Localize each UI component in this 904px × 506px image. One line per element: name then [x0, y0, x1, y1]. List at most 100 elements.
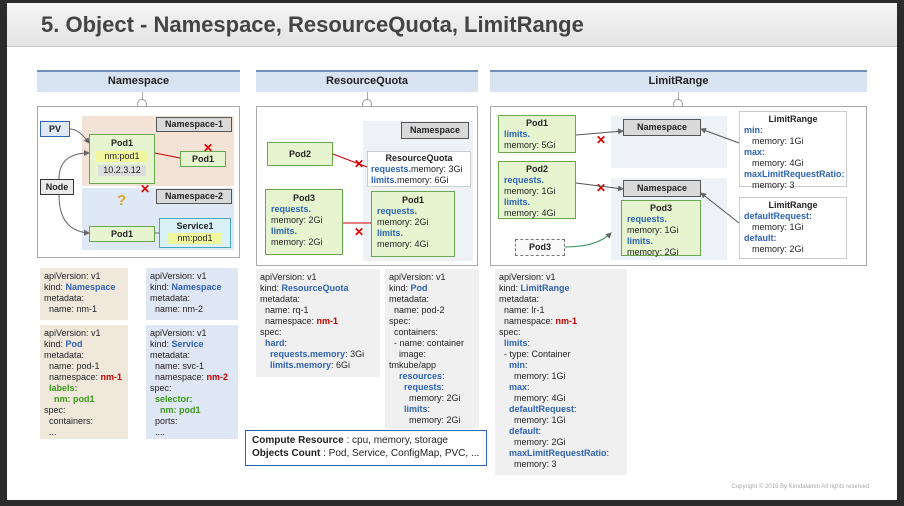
req-key: requests. [504, 175, 545, 185]
yaml-line: min: [509, 360, 528, 370]
connector-lines [58, 127, 740, 248]
x-mark-icon: ✕ [354, 225, 365, 239]
yaml-line: tmkube/app [389, 360, 437, 370]
header-resourcequota: ResourceQuota [256, 70, 478, 92]
pod-name: Pod2 [525, 164, 548, 174]
yaml-line: max: [509, 382, 530, 392]
yaml-line: maxLimitRequestRatio: [509, 448, 610, 458]
connector-line [142, 92, 143, 102]
lim-key: limits. [504, 197, 531, 207]
yaml-line: memory: 2Gi [389, 393, 461, 403]
yaml-line: - type: Container [499, 349, 571, 359]
rq-pod3: Pod3 requests. memory: 2Gi limits. memor… [265, 189, 343, 255]
yaml-line: memory: 4Gi [499, 393, 566, 403]
yaml-line: limits: [404, 404, 431, 414]
limitrange-1-box: LimitRange min: memory: 1Gi max: memory:… [739, 111, 847, 190]
rq-req-key: requests. [371, 164, 412, 174]
yaml-line: name: pod-1 [44, 361, 100, 371]
lr2-dr-key: defaultRequest: [744, 211, 813, 221]
yaml-line: labels: [44, 383, 78, 393]
yaml-line: requests.memory: 3Gi [270, 349, 365, 359]
yaml-line: apiVersion: v1 [150, 328, 207, 338]
question-icon: ? [117, 192, 127, 209]
yaml-line: spec: [499, 327, 521, 337]
x-mark-icon: ✕ [140, 182, 151, 196]
yaml-line: metadata: [150, 293, 191, 303]
yaml-line: spec: [150, 383, 172, 393]
req-val: memory: 2Gi [271, 215, 323, 225]
yaml-line: name: nm-2 [150, 304, 204, 314]
yaml-line: hard: [265, 338, 288, 348]
yaml-line: kind: Service [150, 339, 204, 349]
lim-key: limits. [504, 129, 531, 139]
lr2-title: LimitRange [768, 200, 818, 210]
yaml-line: kind: Namespace [44, 282, 116, 292]
yaml-line: memory: 1Gi [499, 415, 566, 425]
lim-val: memory: 5Gi [504, 140, 556, 150]
yaml-line: apiVersion: v1 [44, 328, 101, 338]
yaml-line: spec: [260, 327, 282, 337]
yaml-line: limits: [504, 338, 531, 348]
rq-lim-key: limits. [371, 175, 398, 185]
req-val: memory: 2Gi [377, 217, 429, 227]
rq-pod2: Pod2 [267, 142, 333, 166]
yaml-line: image: [389, 349, 427, 359]
lr-pod2: Pod2 requests. memory: 1Gi limits. memor… [498, 161, 576, 219]
connector-line [678, 92, 679, 102]
pod-name: Pod1 [525, 118, 548, 128]
pv-box: PV [40, 121, 70, 137]
x-mark-icon: ✕ [596, 133, 607, 147]
yaml-line: .... [150, 427, 166, 437]
title-bar: 5. Object - Namespace, ResourceQuota, Li… [7, 3, 897, 47]
lim-key: limits. [627, 236, 654, 246]
yaml-line: metadata: [150, 350, 191, 360]
yaml-line: namespace: nm-1 [44, 372, 123, 382]
objects-key: Objects Count [252, 448, 321, 459]
lim-val: memory: 2Gi [627, 247, 679, 257]
namespace-2-label: Namespace-2 [156, 189, 232, 204]
rq-req-val: memory: 3Gi [411, 164, 463, 174]
header-limitrange: LimitRange [490, 70, 867, 92]
pod-ip: 10.2.3.12 [98, 165, 146, 176]
req-key: requests. [627, 214, 668, 224]
compute-key: Compute Resource [252, 435, 344, 446]
lr1-ratio-val: memory: 3 [752, 180, 795, 190]
rq-title: ResourceQuota [385, 153, 453, 163]
yaml-line: default: [509, 426, 542, 436]
page-title: 5. Object - Namespace, ResourceQuota, Li… [41, 12, 584, 37]
lim-key: limits. [377, 228, 404, 238]
lr-pod1: Pod1 limits. memory: 5Gi [498, 115, 576, 153]
yaml-line: namespace: nm-1 [260, 316, 339, 326]
copyright: Copyright © 2019 By Kimdalamin All right… [731, 484, 871, 490]
yaml-line: nm: pod1 [44, 394, 95, 404]
yaml-line: memory: 3 [499, 459, 557, 469]
yaml-line: apiVersion: v1 [260, 272, 317, 282]
yaml-line: name: pod-2 [389, 305, 445, 315]
slide: 5. Object - Namespace, ResourceQuota, Li… [7, 3, 897, 500]
req-val: memory: 1Gi [504, 186, 556, 196]
namespace-1-label: Namespace-1 [156, 117, 232, 132]
lr-pod3-outside: Pod3 [515, 239, 565, 256]
lr1-min-key: min: [744, 125, 763, 135]
yaml-line: metadata: [44, 293, 85, 303]
yaml-line: memory: 2Gi [389, 415, 461, 425]
yaml-line: - name: container [389, 338, 465, 348]
yaml-line: kind: LimitRange [499, 283, 570, 293]
req-key: requests. [271, 204, 312, 214]
lr1-ratio-key: maxLimitRequestRatio: [744, 169, 845, 179]
lim-val: memory: 4Gi [377, 239, 429, 249]
pod-name: Pod3 [649, 203, 672, 213]
lr1-title: LimitRange [768, 114, 818, 124]
yaml-line: namespace: nm-2 [150, 372, 229, 382]
service-name: Service1 [176, 221, 214, 231]
header-namespace: Namespace [37, 70, 240, 92]
yaml-line: metadata: [260, 294, 301, 304]
lr1-max-val: memory: 4Gi [752, 158, 804, 168]
x-mark-icon: ✕ [203, 141, 214, 155]
yaml-line: containers: [44, 416, 94, 426]
rq-lim-val: memory: 6Gi [397, 175, 449, 185]
